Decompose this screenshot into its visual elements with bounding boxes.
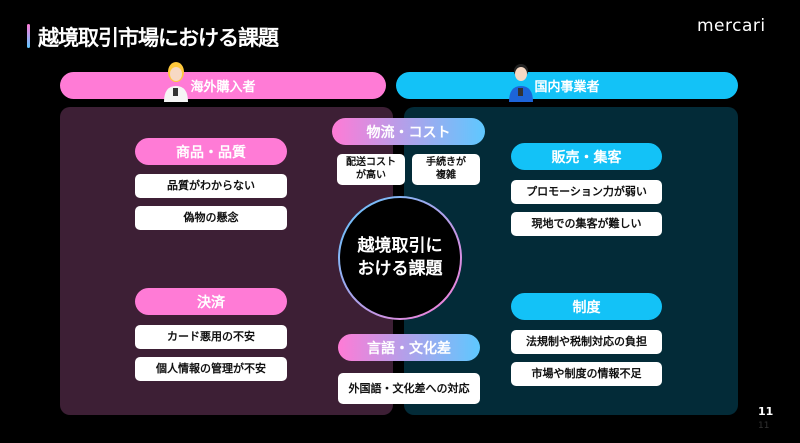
domestic-business-header: 国内事業者: [396, 72, 738, 99]
list-item-line: 配送コスト: [346, 157, 396, 168]
list-item-line: が高い: [356, 169, 386, 181]
center-line: 越境取引に: [357, 236, 443, 257]
category-label: 制度: [572, 299, 601, 316]
center-line: おける課題: [357, 259, 443, 279]
category-label: 決済: [197, 294, 225, 311]
domestic-business-label: 国内事業者: [534, 80, 600, 95]
mercari-logo: mercari: [697, 16, 766, 36]
list-item: 市場や制度の情報不足: [511, 362, 662, 386]
list-item: カード悪用の不安: [135, 325, 287, 349]
category-product-quality: 商品・品質: [135, 138, 287, 165]
category-language-culture: 言語・文化差: [338, 334, 480, 361]
category-label: 商品・品質: [176, 144, 246, 161]
category-label: 販売・集客: [551, 149, 622, 166]
list-item: プロモーション力が弱い: [511, 180, 662, 204]
page-number: 11: [758, 405, 774, 418]
category-label: 言語・文化差: [367, 340, 451, 357]
category-payment: 決済: [135, 288, 287, 315]
business-avatar-icon: [509, 64, 533, 102]
overseas-buyer-header: 海外購入者: [60, 72, 386, 99]
list-item-line: 手続きが: [426, 157, 466, 168]
list-item: 手続きが複雑: [412, 154, 480, 185]
category-logistics: 物流・コスト: [332, 118, 485, 145]
buyer-avatar-icon: [164, 62, 188, 102]
list-item-line: 複雑: [436, 169, 456, 181]
list-item: 法規制や税制対応の負担: [511, 330, 662, 354]
list-item: 偽物の懸念: [135, 206, 287, 230]
overseas-buyer-label: 海外購入者: [190, 80, 256, 95]
center-topic-circle: 越境取引における課題: [338, 196, 462, 320]
list-item: 品質がわからない: [135, 174, 287, 198]
category-sales: 販売・集客: [511, 143, 662, 170]
list-item: 外国語・文化差への対応: [338, 373, 480, 404]
category-system: 制度: [511, 293, 662, 320]
page-title: 越境取引市場における課題: [38, 26, 279, 50]
list-item: 個人情報の管理が不安: [135, 357, 287, 381]
page-number-faint: 11: [758, 421, 770, 431]
category-label: 物流・コスト: [366, 124, 451, 141]
list-item: 配送コストが高い: [337, 154, 405, 185]
title-accent-bar: [27, 24, 30, 48]
list-item: 現地での集客が難しい: [511, 212, 662, 236]
